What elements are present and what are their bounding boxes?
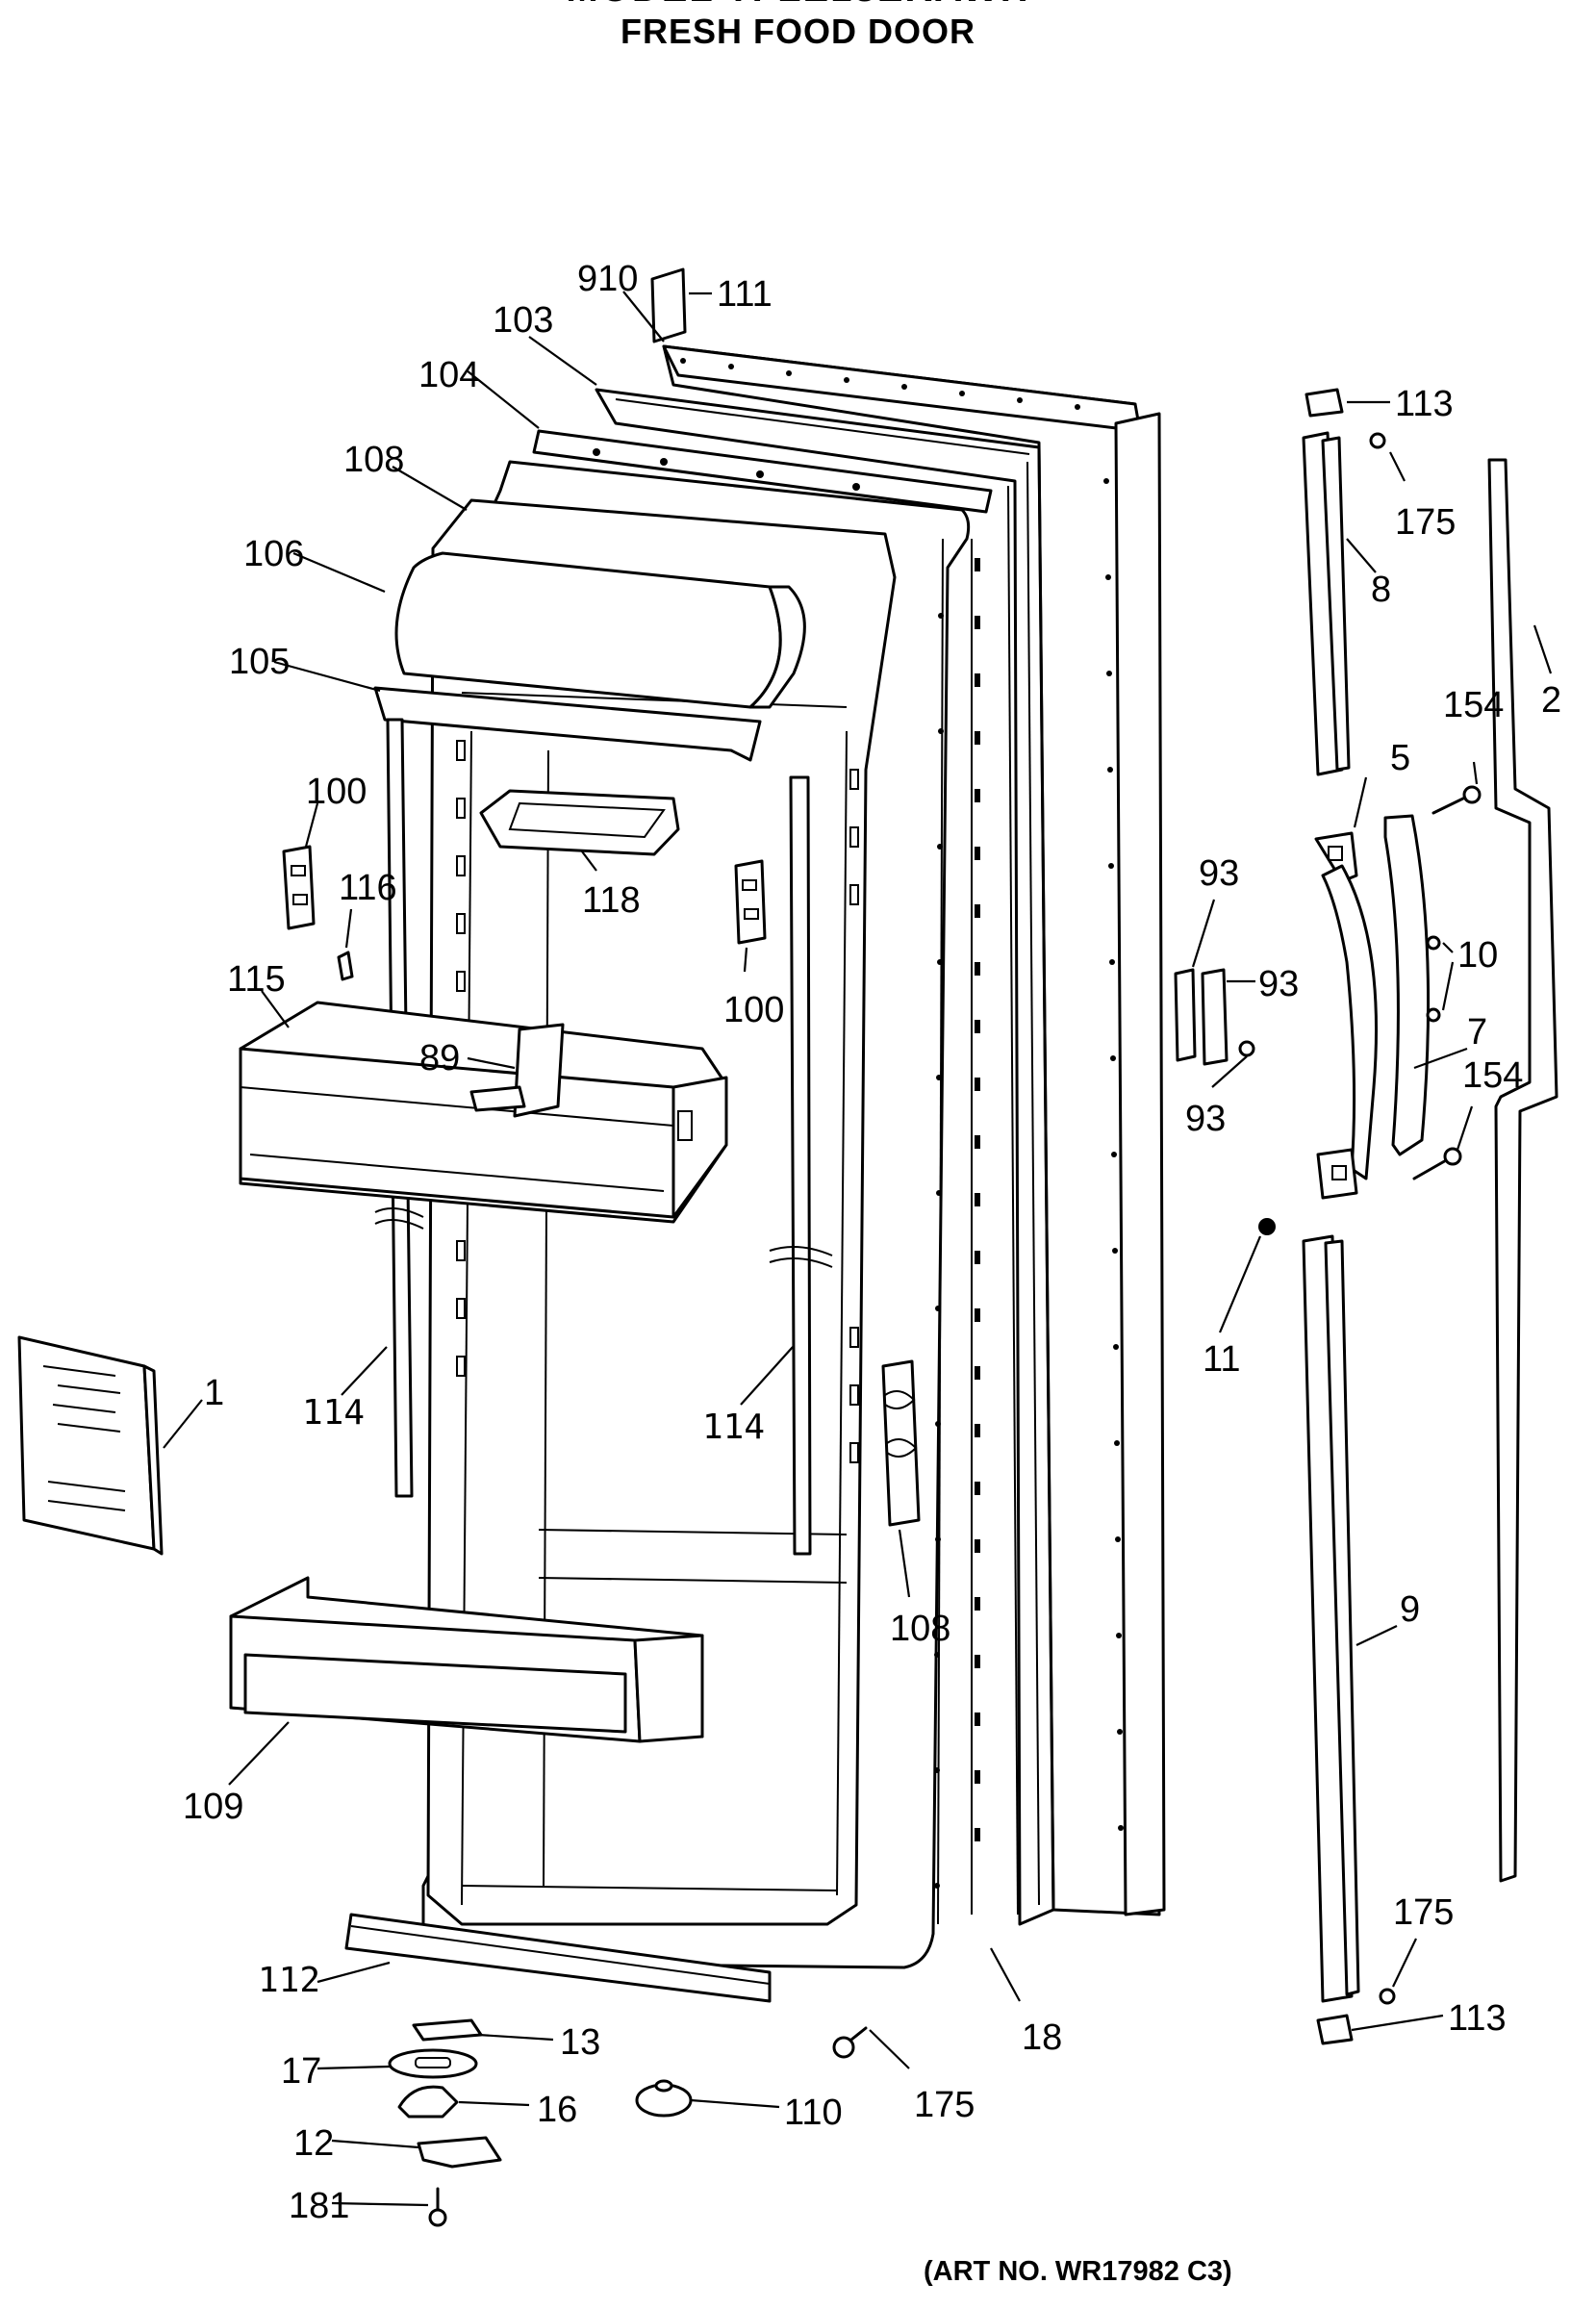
- handle-lower-trim: [1302, 1234, 1360, 2003]
- callout-106: 106: [243, 534, 304, 574]
- callout-105: 105: [229, 642, 290, 682]
- handle-upper-trim: [1302, 431, 1351, 776]
- handle-plugs: [1426, 935, 1441, 1023]
- handle-cap-bottom: [1316, 2014, 1354, 2045]
- egg-tray: [479, 789, 680, 856]
- closing-cam: [635, 2079, 693, 2118]
- callout-18: 18: [1022, 2017, 1062, 2058]
- callout-108-top: 108: [343, 440, 404, 480]
- hinge-bracket: [417, 2136, 502, 2169]
- handle-screw-lower: [1412, 1147, 1462, 1180]
- callout-1: 1: [204, 1373, 224, 1413]
- screw-bottom: [832, 2026, 868, 2059]
- callout-113-bottom: 113: [1448, 1998, 1507, 2039]
- callout-labels: 910 111 103 104 108 106 105 100 116 115 …: [183, 259, 1561, 2226]
- callout-175-right: 175: [1393, 1892, 1454, 1933]
- leader-lines: [163, 291, 1553, 2207]
- callout-103: 103: [493, 300, 553, 341]
- outer-door-panel: [662, 344, 1166, 1916]
- callout-108-right: 108: [890, 1609, 950, 1649]
- callout-100-right: 100: [723, 990, 784, 1030]
- shelf-rail-right: [769, 775, 833, 1556]
- callout-111: 111: [717, 274, 773, 315]
- handle: [1314, 831, 1378, 1200]
- art-number: (ART NO. WR17982 C3): [924, 2256, 1232, 2287]
- callout-112: 112: [258, 1961, 320, 2000]
- callout-115: 115: [227, 959, 286, 1000]
- callout-93-bottom: 93: [1185, 1099, 1226, 1139]
- callout-10: 10: [1457, 935, 1498, 976]
- callout-9: 9: [1400, 1589, 1420, 1630]
- callout-8: 8: [1371, 570, 1391, 610]
- hinge-assembly: [388, 2018, 502, 2227]
- callout-175-top: 175: [1395, 502, 1456, 543]
- callout-16: 16: [537, 2090, 577, 2130]
- door-trim-right: [1487, 458, 1558, 1883]
- door-gasket: [595, 388, 1055, 1926]
- mounting-plates: [1174, 968, 1255, 1066]
- callout-13: 13: [560, 2022, 600, 2063]
- dairy-compartment: [373, 551, 806, 762]
- callout-100-left: 100: [306, 772, 367, 812]
- callout-154-upper: 154: [1443, 685, 1504, 725]
- bottom-trim: [344, 1913, 772, 2003]
- hinge-washer: [388, 2048, 478, 2079]
- shelf-support-right: [734, 859, 767, 945]
- screw-bottom-right: [1379, 1988, 1396, 2005]
- hinge-bushing: [397, 2085, 459, 2119]
- callout-181: 181: [289, 2186, 349, 2226]
- hinge-screw: [428, 2208, 447, 2227]
- top-cap: [650, 267, 687, 343]
- door-bin-upper: [239, 1001, 728, 1224]
- callout-2: 2: [1541, 680, 1561, 721]
- handle-cap-top: [1305, 388, 1344, 418]
- handle-trim: [1383, 814, 1431, 1156]
- callout-109: 109: [183, 1787, 243, 1827]
- callout-89: 89: [419, 1038, 460, 1078]
- page-title: FRESH FOOD DOOR: [620, 12, 975, 51]
- callout-118: 118: [582, 880, 641, 921]
- handle-screw-upper: [1431, 785, 1482, 815]
- callout-93-top: 93: [1199, 853, 1239, 894]
- hinge-shim: [412, 2018, 483, 2042]
- handle-plug: [1258, 1218, 1276, 1235]
- shelf-clip: [337, 951, 354, 981]
- top-trim-strip: [532, 429, 993, 514]
- callout-17: 17: [281, 2051, 321, 2092]
- callout-104: 104: [418, 355, 479, 395]
- callout-113-top: 113: [1395, 384, 1454, 424]
- callout-175-bottom: 175: [914, 2085, 975, 2125]
- model-title: MODEL TFLE18ERAWH: [0, 0, 1596, 11]
- callout-12: 12: [293, 2123, 334, 2164]
- callout-114-left: 114: [302, 1393, 365, 1433]
- callout-910: 910: [577, 259, 638, 299]
- screw-top-right: [1369, 432, 1386, 449]
- callout-11: 11: [1203, 1339, 1240, 1380]
- callout-116: 116: [339, 868, 397, 908]
- callout-7: 7: [1467, 1012, 1487, 1053]
- callout-110: 110: [784, 2093, 843, 2133]
- callout-5: 5: [1390, 738, 1410, 778]
- shelf-support-left: [282, 845, 316, 930]
- breaker-strip: [881, 1359, 921, 1527]
- owner-manual: [17, 1335, 164, 1556]
- door-bin-lower: [229, 1576, 704, 1743]
- callout-93-right: 93: [1258, 964, 1299, 1004]
- callout-114-right: 114: [702, 1408, 765, 1447]
- callout-154-lower: 154: [1462, 1055, 1523, 1096]
